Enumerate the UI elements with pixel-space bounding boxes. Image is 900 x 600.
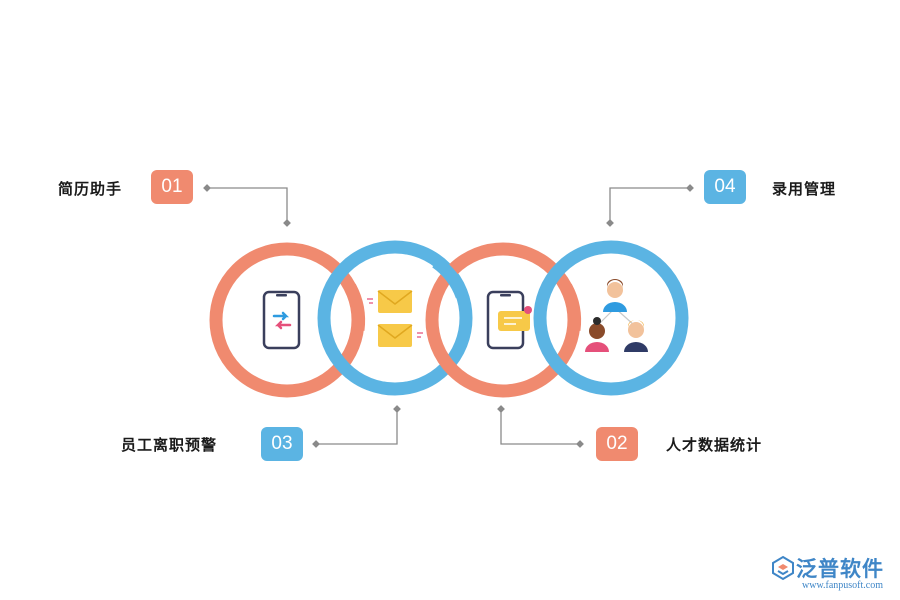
label-talent-statistics: 人才数据统计 [666, 436, 763, 454]
logo-name: 泛普软件 [796, 557, 884, 581]
phone-message-icon [486, 290, 532, 350]
ring-overlap-3 [560, 283, 582, 331]
brand-logo: 泛普软件 www.fanpusoft.com [768, 553, 898, 597]
ring-4 [533, 240, 689, 396]
badge-02: 02 [596, 427, 638, 461]
logo-mark-icon [772, 555, 794, 581]
badge-01: 01 [151, 170, 193, 204]
label-resume-assistant: 简历助手 [58, 180, 123, 198]
label-resignation-warning: 员工离职预警 [121, 436, 218, 454]
ring-overlap-1 [344, 283, 366, 331]
ring-overlap-2 [432, 256, 469, 299]
team-people-icon [585, 279, 648, 352]
ring-2 [317, 240, 473, 396]
connector-02 [497, 405, 584, 448]
connector-03 [312, 405, 401, 448]
badge-03: 03 [261, 427, 303, 461]
envelopes-icon [367, 290, 423, 347]
badge-04: 04 [704, 170, 746, 204]
phone-transfer-icon [262, 290, 301, 350]
label-hiring-management: 录用管理 [772, 180, 837, 198]
logo-url: www.fanpusoft.com [802, 580, 884, 591]
connector-01 [203, 184, 291, 227]
connector-04 [606, 184, 694, 227]
